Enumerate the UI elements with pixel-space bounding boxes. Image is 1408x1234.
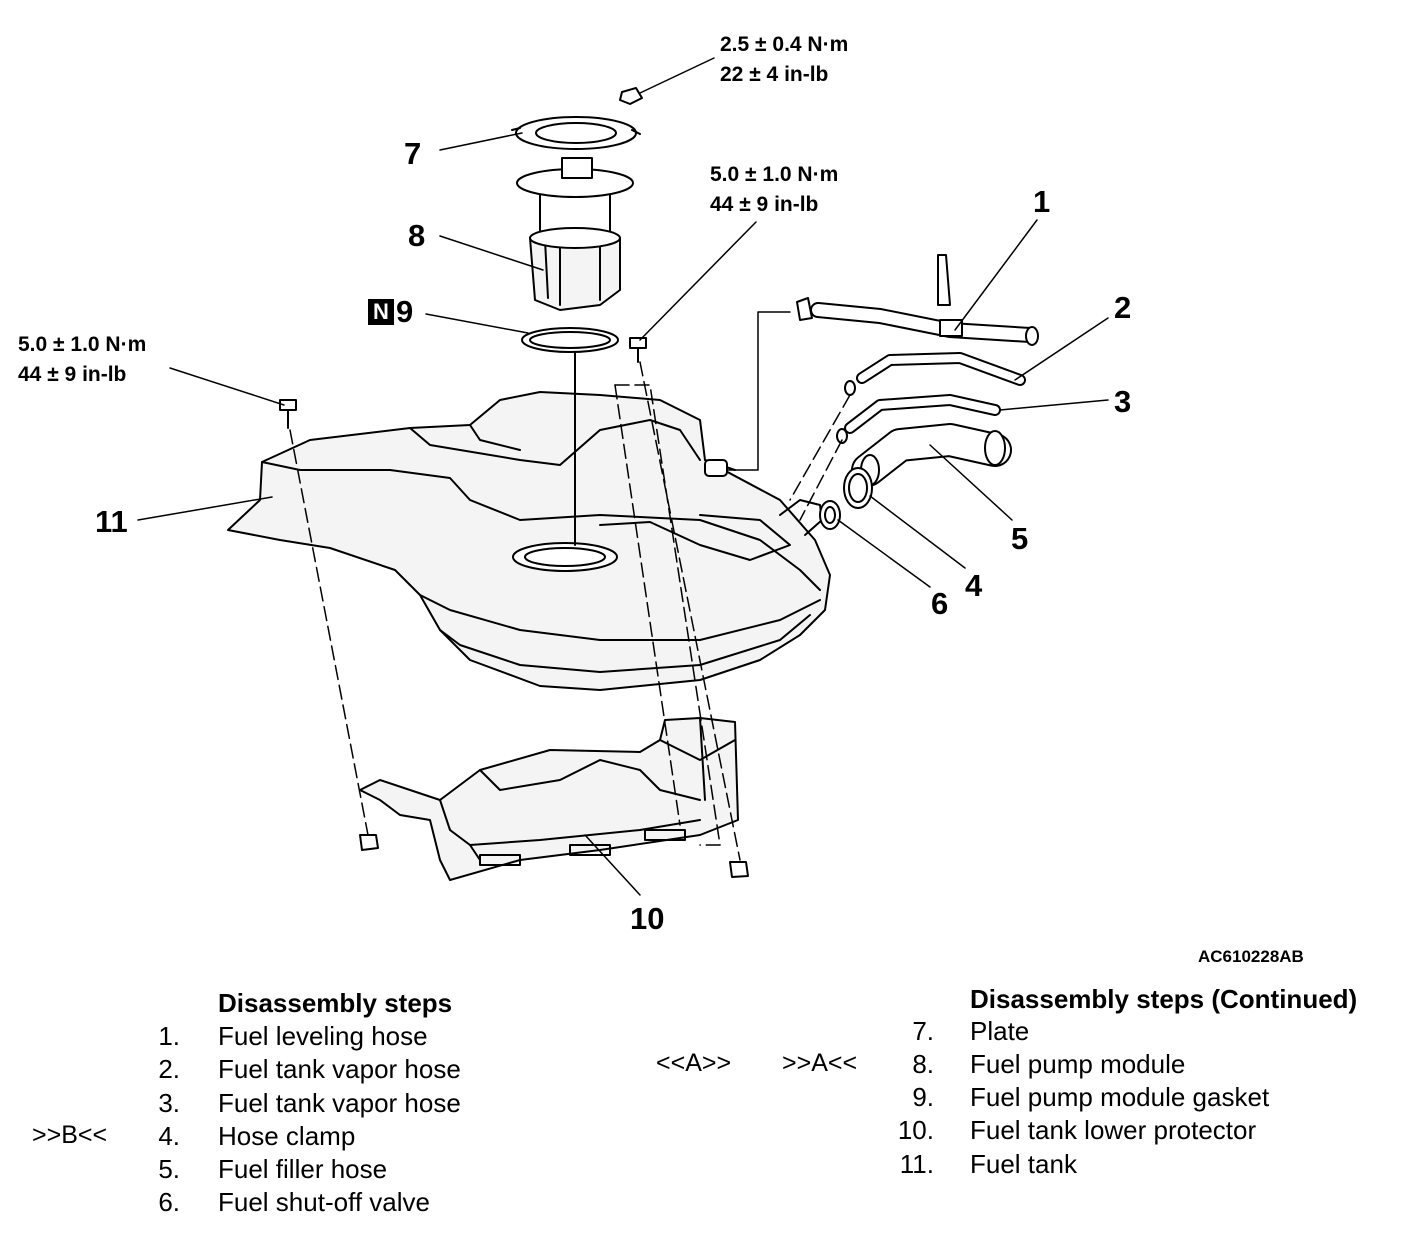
callout-7: 7 xyxy=(404,136,422,171)
fuel-tank-lower-protector xyxy=(359,717,739,881)
hose-clamp xyxy=(843,467,873,509)
plate-nut xyxy=(619,87,643,105)
plate xyxy=(511,116,641,150)
torque-spec-plate: 2.5 ± 0.4 N·m 22 ± 4 in-lb xyxy=(720,33,849,86)
callout-4: 4 xyxy=(965,568,983,603)
hose1-guide-line xyxy=(726,311,791,471)
fuel-tank xyxy=(227,391,831,691)
fuel-pump-module-gasket xyxy=(521,327,619,353)
callout-2: 2 xyxy=(1114,290,1132,325)
leader-lines xyxy=(137,57,1109,896)
nut-left xyxy=(359,834,379,851)
new-part-badge: N xyxy=(368,299,394,325)
dashed-alignment-lines xyxy=(289,361,851,861)
steps-right-header: Disassembly steps (Continued) xyxy=(970,984,1358,1014)
nut-right xyxy=(729,861,749,878)
fuel-leveling-hose xyxy=(796,254,1039,346)
fuel-tank-vapor-hose-3 xyxy=(836,394,1001,444)
callout-11: 11 xyxy=(95,504,128,539)
callout-6: 6 xyxy=(931,586,949,621)
steps-left-header: Disassembly steps xyxy=(218,988,453,1018)
service-marker-a-removal: <<A>> xyxy=(656,1049,732,1077)
fuel-filler-hose xyxy=(851,423,1012,487)
callout-1: 1 xyxy=(1033,184,1051,219)
callout-3: 3 xyxy=(1114,384,1132,419)
bolt-left xyxy=(279,399,297,429)
fuel-pump-module xyxy=(516,157,634,311)
torque-spec-protector-right: 5.0 ± 1.0 N·m 44 ± 9 in-lb xyxy=(710,163,839,216)
exploded-view-drawing xyxy=(137,57,1109,896)
callout-10: 10 xyxy=(630,901,665,936)
torque-spec-protector-left: 5.0 ± 1.0 N·m 44 ± 9 in-lb xyxy=(18,333,147,386)
figure-id: AC610228AB xyxy=(1198,947,1304,966)
callout-8: 8 xyxy=(408,218,426,253)
bolt-right xyxy=(629,337,647,363)
fuel-shut-off-valve xyxy=(819,500,841,530)
callout-5: 5 xyxy=(1011,521,1029,556)
fuel-tank-vapor-hose-2 xyxy=(844,352,1026,396)
service-marker-a-install: >>A<< xyxy=(782,1049,858,1077)
service-marker-b: >>B<< xyxy=(32,1121,108,1149)
